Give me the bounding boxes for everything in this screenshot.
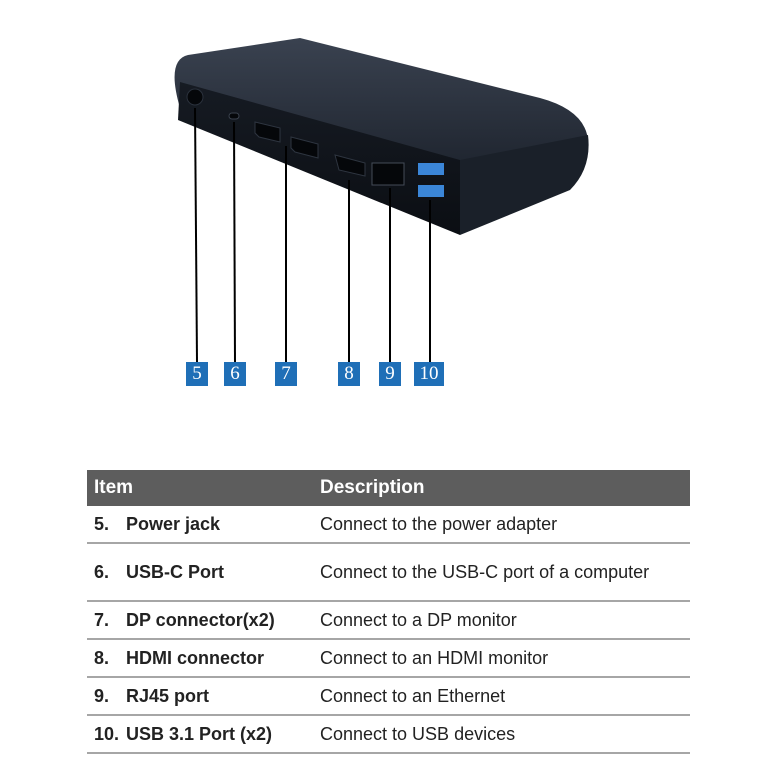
item-cell: 7. DP connector(x2) (87, 601, 313, 640)
description-cell: Connect to the USB-C port of a computer (313, 543, 690, 602)
callout-9: 9 (379, 362, 401, 386)
item-name: USB 3.1 Port (x2) (126, 723, 273, 744)
dock-top-surface (174, 38, 589, 180)
item-number: 5. (94, 513, 110, 534)
item-name: HDMI connector (126, 647, 265, 668)
header-item: Item (87, 470, 313, 506)
item-cell: 9. RJ45 port (87, 677, 313, 716)
description-cell: Connect to USB devices (313, 715, 690, 754)
table-row: 10. USB 3.1 Port (x2) Connect to USB devi… (87, 715, 690, 754)
item-number: 9. (94, 685, 110, 706)
callout-8: 8 (338, 362, 360, 386)
table-row: 9. RJ45 port Connect to an Ethernet (87, 677, 690, 716)
rj45-port-icon (371, 162, 405, 186)
spec-table: Item Description 5. Power jack Connect to… (87, 470, 690, 754)
docking-station-illustration (174, 38, 589, 363)
item-number: 6. (94, 562, 110, 582)
item-number: 8. (94, 647, 110, 668)
item-cell: 6. USB-C Port (87, 543, 313, 602)
table-row: 7. DP connector(x2) Connect to a DP monit… (87, 601, 690, 640)
callout-7: 7 (275, 362, 297, 386)
item-number: 7. (94, 609, 110, 630)
leader-lines (194, 107, 431, 363)
item-number: 10. (94, 723, 120, 744)
table-row: 5. Power jack Connect to the power adapte… (87, 506, 690, 544)
docking-station-figure: 5 6 7 8 9 10 (174, 38, 589, 386)
description-cell: Connect to a DP monitor (313, 601, 690, 640)
hdmi-port-icon (334, 154, 366, 177)
item-name: Power jack (126, 513, 221, 534)
usb-a-port-icon (418, 163, 444, 175)
usb-a-port-icon (418, 185, 444, 197)
dp-port-icon (290, 136, 319, 159)
dp-port-icon (254, 121, 281, 143)
table-row: 8. HDMI connector Connect to an HDMI moni… (87, 639, 690, 678)
dock-right-side (460, 135, 589, 235)
table-header-row: Item Description (87, 470, 690, 506)
header-description: Description (313, 470, 690, 506)
description-cell: Connect to the power adapter (313, 506, 690, 544)
item-name: RJ45 port (126, 685, 210, 706)
item-name: USB-C Port (126, 562, 224, 582)
callout-10: 10 (414, 362, 444, 386)
callout-5: 5 (186, 362, 208, 386)
description-cell: Connect to an HDMI monitor (313, 639, 690, 678)
item-cell: 8. HDMI connector (87, 639, 313, 678)
table-row: 6. USB-C Port Connect to the USB-C port o… (87, 543, 690, 602)
item-name: DP connector(x2) (126, 609, 275, 630)
callout-6: 6 (224, 362, 246, 386)
usb-c-port-icon (228, 112, 240, 120)
power-jack-icon (186, 88, 204, 106)
description-cell: Connect to an Ethernet (313, 677, 690, 716)
item-cell: 5. Power jack (87, 506, 313, 544)
item-cell: 10. USB 3.1 Port (x2) (87, 715, 313, 754)
